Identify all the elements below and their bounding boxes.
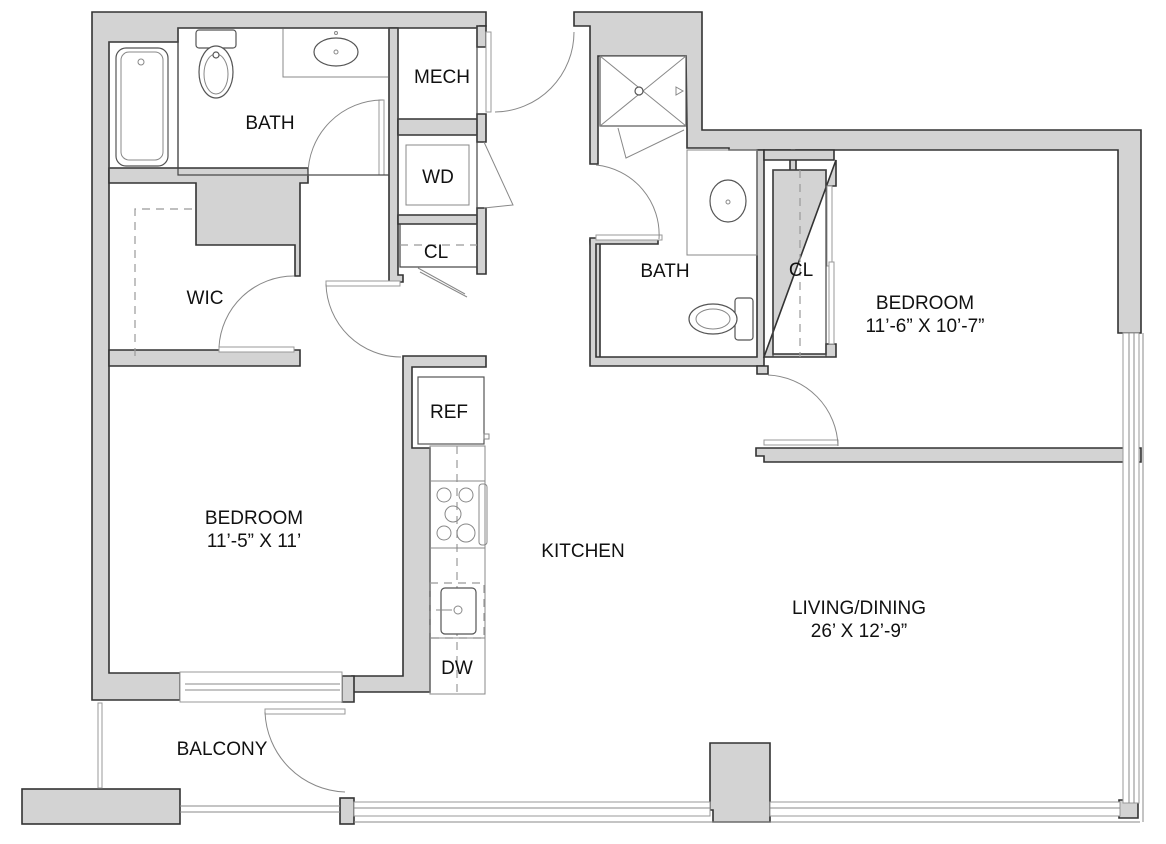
room-label-bath1: BATH (245, 113, 295, 134)
utility-closets (397, 27, 478, 268)
appliance-label-ref: REF (430, 402, 468, 423)
living-dims: 26’ X 12’-9” (810, 621, 908, 642)
kitchen-fixtures (417, 376, 490, 695)
walls-left-wing (91, 11, 487, 703)
balcony-structures (21, 702, 355, 825)
room-label-kitchen: KITCHEN (541, 541, 625, 562)
room-label-closet1: CL (423, 242, 449, 263)
bedroom1-dims: 11’-5” X 11’ (206, 531, 302, 552)
walls-right-wing (573, 11, 1142, 823)
room-label-living-dining: LIVING/DINING 26’ X 12’-9” (792, 597, 926, 643)
bedroom2-name: BEDROOM (875, 293, 975, 314)
bedroom2-dims: 11’-6” X 10’-7” (865, 316, 985, 337)
room-label-bedroom1: BEDROOM 11’-5” X 11’ (205, 507, 303, 553)
bedroom1-name: BEDROOM (204, 508, 304, 529)
living-name: LIVING/DINING (791, 598, 927, 619)
room-label-balcony: BALCONY (176, 739, 268, 760)
room-label-wic: WIC (186, 288, 224, 309)
wic-shelves (134, 208, 196, 356)
room-label-bath2: BATH (640, 261, 690, 282)
doors (218, 31, 839, 793)
bath1-fixtures (108, 27, 390, 176)
room-label-bedroom2: BEDROOM 11’-6” X 10’-7” (866, 292, 985, 338)
closet2 (772, 169, 827, 358)
room-label-wd: WD (422, 167, 454, 188)
room-label-closet2: CL (788, 260, 814, 281)
room-label-mech: MECH (414, 67, 470, 88)
windows (179, 332, 1144, 823)
bath2-fixtures (599, 55, 758, 341)
appliance-label-dw: DW (441, 658, 473, 679)
